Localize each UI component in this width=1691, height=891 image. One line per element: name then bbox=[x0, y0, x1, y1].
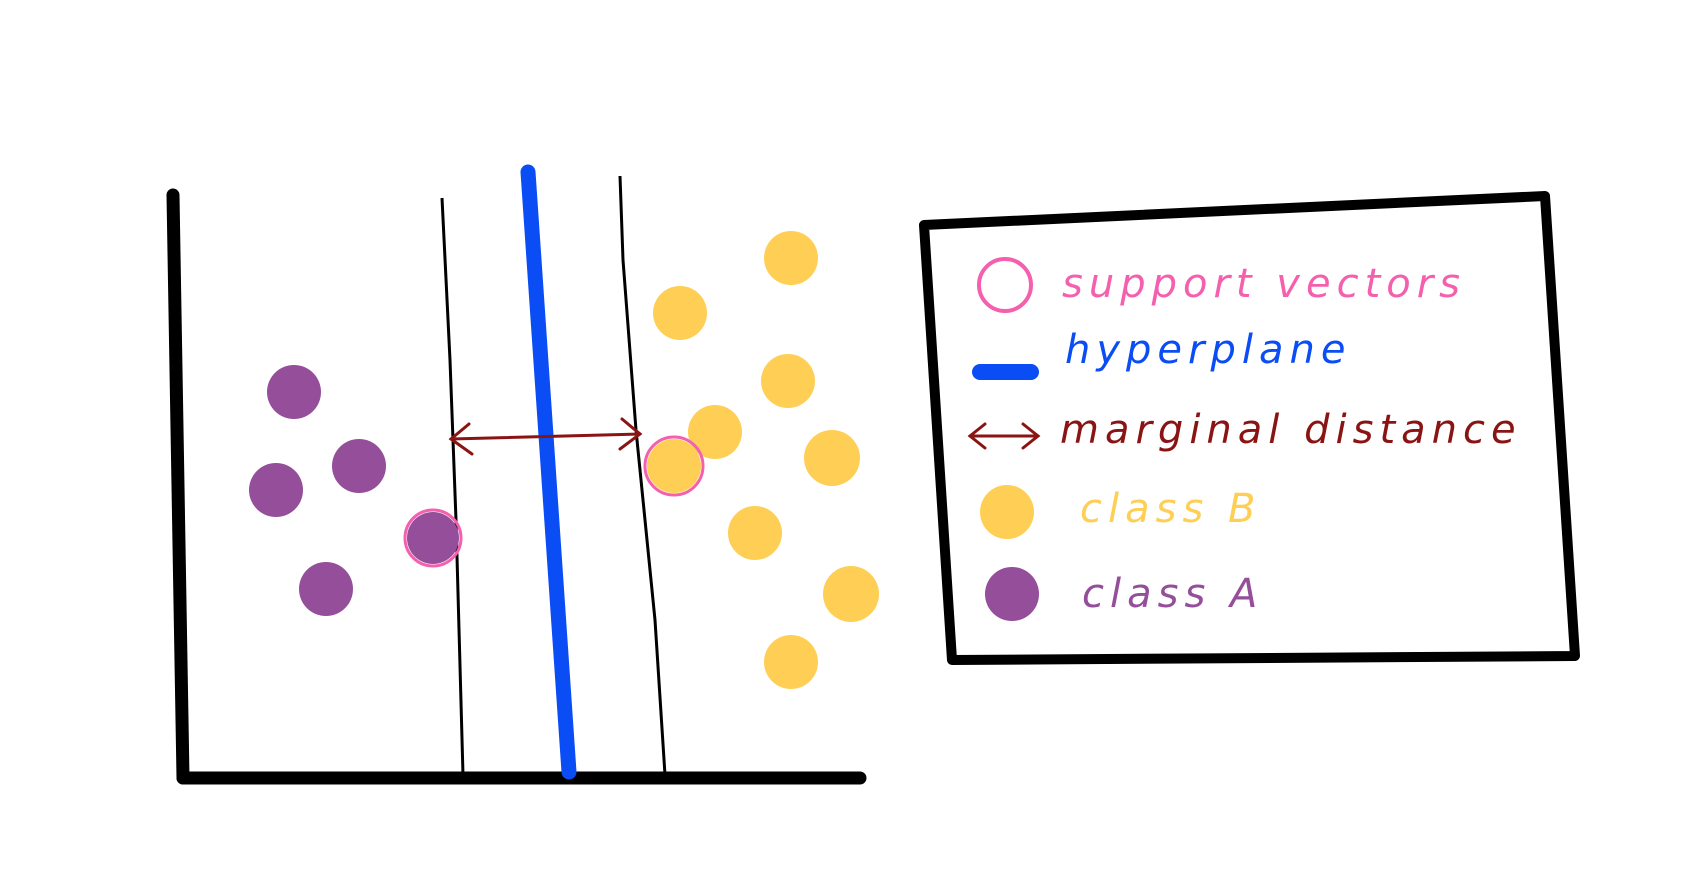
class-a-point bbox=[407, 512, 459, 564]
legend-class-a-label: class A bbox=[1082, 571, 1263, 617]
class-a-point bbox=[267, 365, 321, 419]
class-a-point bbox=[332, 439, 386, 493]
hyperplane-line bbox=[520, 164, 577, 780]
class-b-point bbox=[728, 506, 782, 560]
class-a-points bbox=[249, 365, 459, 616]
purple-dot-icon bbox=[985, 567, 1039, 621]
legend-border bbox=[919, 191, 1580, 665]
class-b-point bbox=[823, 566, 879, 622]
class-a-point bbox=[299, 562, 353, 616]
class-b-point bbox=[647, 439, 701, 493]
support-vector-ring bbox=[403, 508, 463, 568]
legend-hyperplane-label: hyperplane bbox=[1065, 327, 1351, 373]
legend-support-vectors-label: support vectors bbox=[1062, 261, 1466, 307]
class-b-point bbox=[761, 354, 815, 408]
class-a-point bbox=[249, 463, 303, 517]
class-b-point bbox=[653, 286, 707, 340]
class-b-point bbox=[804, 430, 860, 486]
class-b-points bbox=[647, 231, 879, 689]
double-headed-arrow-icon bbox=[967, 422, 1041, 450]
yellow-dot-icon bbox=[980, 485, 1034, 539]
y-axis bbox=[166, 188, 190, 785]
hollow-circle-icon bbox=[977, 257, 1033, 313]
class-b-point bbox=[764, 231, 818, 285]
class-b-point bbox=[764, 635, 818, 689]
support-vector-ring bbox=[643, 435, 705, 497]
legend-marginal-distance-label: marginal distance bbox=[1060, 407, 1522, 453]
left-margin-line bbox=[440, 197, 465, 776]
legend-class-b-label: class B bbox=[1080, 486, 1261, 532]
class-b-point bbox=[688, 405, 742, 459]
margin-arrow bbox=[448, 417, 643, 456]
legend: support vectors hyperplane marginal dist… bbox=[919, 191, 1580, 665]
